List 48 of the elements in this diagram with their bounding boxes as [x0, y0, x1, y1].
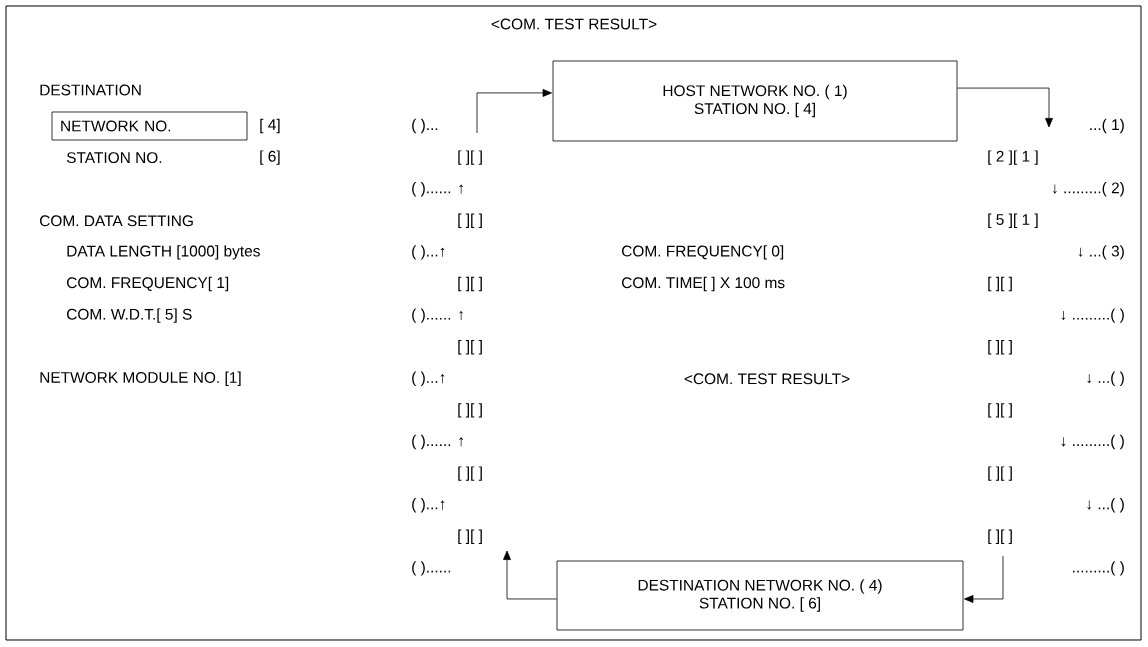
- screen-text: ( )......: [412, 561, 451, 576]
- screen-text: DESTINATION: [40, 84, 141, 96]
- screen-title: <COM. TEST RESULT>: [491, 18, 657, 30]
- screen-text: COM. FREQUENCY[ 0]: [622, 245, 784, 260]
- screen-text: [ ][ ]: [458, 340, 482, 355]
- screen-text: [ 2 ][ 1 ]: [988, 150, 1038, 165]
- screen-text: ↓ ...( ): [1087, 498, 1124, 513]
- screen-text: [ 5 ][ 1 ]: [988, 213, 1038, 228]
- screen-text: ( )...↑: [412, 245, 445, 260]
- screen-text: ( )...: [412, 118, 438, 134]
- screen-text: [ ][ ]: [458, 529, 482, 544]
- screen-text: ↓ ...( ): [1087, 371, 1124, 386]
- screen-text: ( )...↑: [412, 371, 445, 386]
- screen-text: [ ][ ]: [458, 213, 482, 228]
- screen-text: COM. W.D.T.[ 5] S: [67, 308, 192, 323]
- connector-arrow: [957, 87, 1053, 128]
- screen-text: DATA LENGTH [1000] bytes: [67, 245, 260, 260]
- station-box: HOST NETWORK NO. ( 1) STATION NO. [ 4]: [552, 60, 958, 142]
- screen-text: <COM. TEST RESULT>: [684, 373, 850, 385]
- screen-text: ( )...... ↑: [412, 182, 463, 197]
- connector-arrow: [964, 555, 1004, 603]
- screen-text: [ ][ ]: [988, 340, 1012, 355]
- screen-text: ↓ .........( ): [1061, 434, 1124, 450]
- screen-text: ↓ .........( 2): [1053, 182, 1124, 197]
- screen-text: COM. TIME[ ] X 100 ms: [622, 276, 785, 292]
- screen-text: [ ][ ]: [458, 150, 482, 165]
- screen-text: [ ][ ]: [988, 276, 1012, 292]
- screen-text: NETWORK MODULE NO. [1]: [40, 371, 241, 386]
- screen-text: [ ][ ]: [458, 466, 482, 481]
- connector-arrow: [503, 550, 557, 600]
- screen-text: COM. DATA SETTING: [40, 215, 193, 227]
- screen-text: .........( ): [1073, 561, 1124, 576]
- screen-text: ...( 1): [1090, 118, 1124, 134]
- screen-text: ↓ ...( 3): [1078, 245, 1124, 260]
- screen-text: [ ][ ]: [458, 276, 482, 292]
- screen-text: [ ][ ]: [458, 403, 482, 418]
- field-label-box: NETWORK NO.: [51, 111, 248, 141]
- screen-text: ( )...↑: [412, 498, 445, 513]
- screen-text: [ 6]: [260, 150, 280, 165]
- screen-text: [ ][ ]: [988, 403, 1012, 418]
- screen-text: [ ][ ]: [988, 466, 1012, 481]
- screen-text: ( )...... ↑: [412, 434, 463, 450]
- screen-text: ↓ .........( ): [1061, 308, 1124, 323]
- screen-text: COM. FREQUENCY[ 1]: [67, 276, 229, 292]
- station-box: DESTINATION NETWORK NO. ( 4) STATION NO. [ 6]: [556, 560, 964, 631]
- screen-text: ( )...... ↑: [412, 308, 463, 323]
- screen-text: [ ][ ]: [988, 529, 1012, 544]
- connector-arrow: [476, 89, 552, 134]
